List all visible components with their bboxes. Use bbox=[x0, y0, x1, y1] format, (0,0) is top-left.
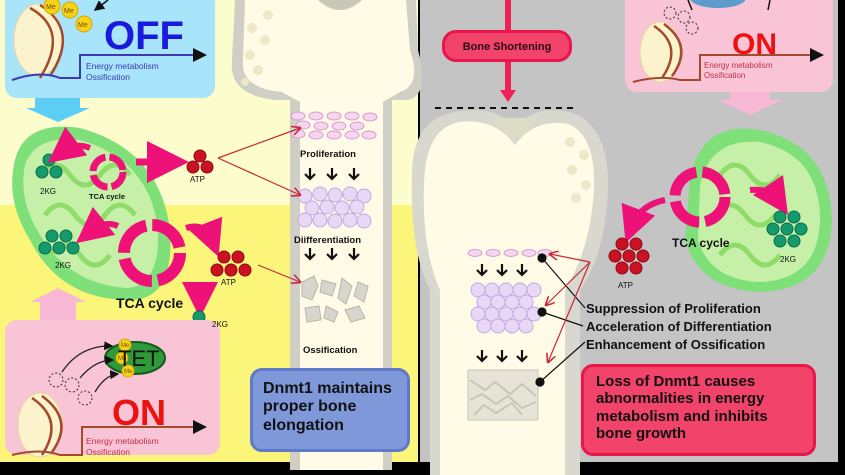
tet-label: TET bbox=[118, 346, 160, 371]
stage-label-proliferation: Proliferation bbox=[300, 149, 356, 160]
methyl-label: Me bbox=[46, 4, 56, 11]
methyl-label: Me bbox=[124, 369, 133, 375]
methyl-label: Me bbox=[78, 22, 88, 29]
gene-label-ossification: Ossification bbox=[704, 71, 746, 80]
left-bone bbox=[231, 0, 423, 470]
kg-label: 2KG bbox=[55, 261, 72, 270]
summary-box-right: Loss of Dnmt1 causes abnormalities in en… bbox=[581, 364, 816, 456]
bone-shortening-label: Bone Shortening bbox=[442, 30, 572, 62]
stage-label-differentiation: Diifferentiation bbox=[294, 235, 362, 246]
atp-label: ATP bbox=[221, 278, 236, 287]
off-label: OFF bbox=[104, 14, 184, 58]
on-label-left: ON bbox=[112, 392, 166, 433]
bone-shortening-arrow bbox=[435, 0, 575, 109]
atp-cluster-bottom bbox=[210, 250, 252, 277]
atp-label: ATP bbox=[618, 281, 633, 290]
differentiating-cells bbox=[297, 186, 372, 229]
on-state-box-right bbox=[625, 0, 833, 115]
on-state-box-left: Me Me Me bbox=[5, 288, 220, 458]
proliferating-cells bbox=[290, 111, 378, 140]
tca-label: TCA cycle bbox=[672, 236, 730, 250]
effect-proliferation: Suppression of Proliferation bbox=[586, 301, 761, 316]
proliferation-arrows bbox=[304, 168, 360, 261]
gene-label-ossification: Ossification bbox=[86, 447, 130, 457]
atp-to-right-bone-arrows bbox=[546, 254, 591, 362]
bottom-black-bar bbox=[0, 462, 845, 475]
off-state-box: Me Me Me bbox=[5, 0, 215, 122]
left-mitochondrion bbox=[12, 126, 223, 318]
kg-label: 2KG bbox=[212, 320, 229, 329]
kg-label: 2KG bbox=[780, 255, 797, 264]
tca-label-large: TCA cycle bbox=[116, 295, 184, 311]
ossified-matrix bbox=[301, 275, 369, 323]
methyl-label: Me bbox=[121, 343, 130, 349]
stage-label-ossification: Ossification bbox=[303, 345, 358, 356]
gene-label-energy: Energy metabolism bbox=[86, 436, 159, 446]
on-label-right: ON bbox=[732, 28, 777, 61]
atp-label: ATP bbox=[190, 175, 205, 184]
effect-differentiation: Acceleration of Differentiation bbox=[586, 319, 772, 334]
right-black-edge bbox=[838, 0, 845, 475]
methyl-label: Me bbox=[64, 8, 74, 15]
gene-label-ossification: Ossification bbox=[86, 72, 130, 82]
effect-pointers bbox=[535, 253, 586, 387]
effect-ossification: Enhancement of Ossification bbox=[586, 337, 766, 352]
gene-label-energy: Energy metabolism bbox=[704, 61, 773, 70]
methyl-label: Me bbox=[118, 356, 127, 362]
tca-label-small: TCA cycle bbox=[89, 192, 125, 201]
kg-label: 2KG bbox=[40, 187, 57, 196]
gene-label-energy: Energy metabolism bbox=[86, 61, 159, 71]
atp-cluster-top bbox=[186, 149, 214, 174]
atp-cluster-right bbox=[608, 237, 650, 275]
atp-to-left-bone-arrows bbox=[217, 128, 300, 282]
right-mitochondrion bbox=[621, 128, 832, 292]
right-bone bbox=[411, 110, 609, 475]
summary-box-left: Dnmt1 maintains proper bone elongation bbox=[250, 368, 410, 452]
